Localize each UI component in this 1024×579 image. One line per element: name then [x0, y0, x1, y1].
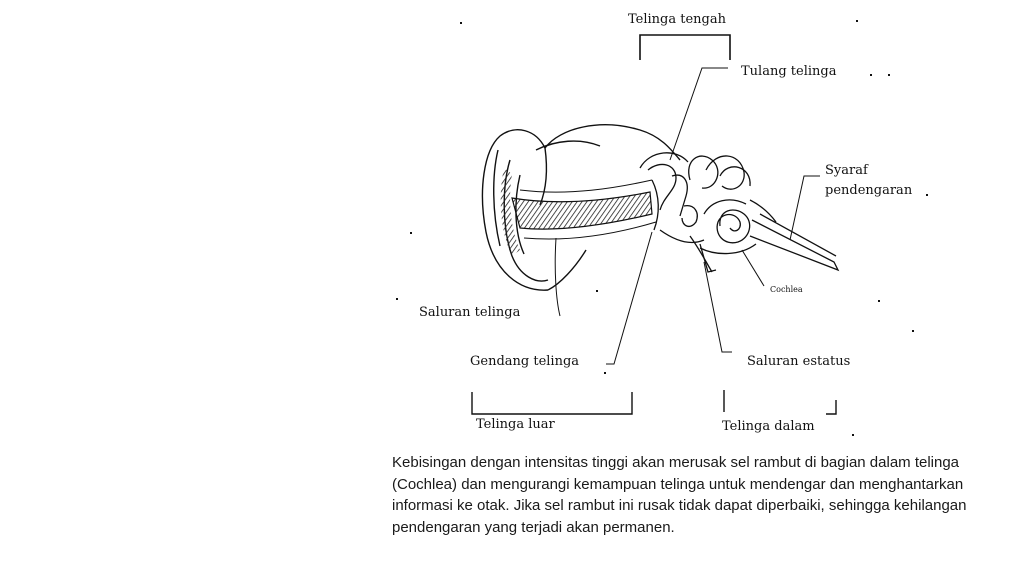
- label-ossicles: Tulang telinga: [741, 64, 837, 79]
- eardrum: [651, 179, 659, 231]
- scan-specks: [396, 20, 928, 436]
- caption-text: Kebisingan dengan intensitas tinggi akan…: [392, 454, 967, 536]
- ossicle-malleus: [647, 163, 677, 211]
- pinna-shading: [500, 168, 520, 256]
- leader-lines: [554, 67, 820, 365]
- ear-canal: [511, 179, 657, 240]
- label-nerve-line1: Syaraf: [825, 163, 869, 178]
- label-eardrum: Gendang telinga: [470, 354, 579, 369]
- label-nerve-line2: pendengaran: [825, 183, 913, 198]
- label-outer-ear: Telinga luar: [476, 417, 556, 432]
- label-ear-canal: Saluran telinga: [419, 305, 521, 320]
- middle-ear: [639, 152, 713, 273]
- cochlea-spiral: [716, 209, 751, 244]
- label-eustachian: Saluran estatus: [747, 354, 850, 369]
- auditory-nerve: [749, 219, 840, 272]
- label-cochlea: Cochlea: [770, 285, 803, 294]
- label-inner-ear: Telinga dalam: [722, 419, 815, 434]
- bracket-inner-ear: [723, 390, 837, 415]
- ossicle-incus: [671, 174, 688, 217]
- bracket-outer-ear: [471, 392, 633, 415]
- label-middle-ear: Telinga tengah: [628, 12, 727, 27]
- semicircular-canals: [688, 155, 719, 189]
- bracket-middle-ear: [639, 34, 731, 60]
- ossicle-stapes: [681, 205, 698, 228]
- inner-ear: [688, 155, 840, 273]
